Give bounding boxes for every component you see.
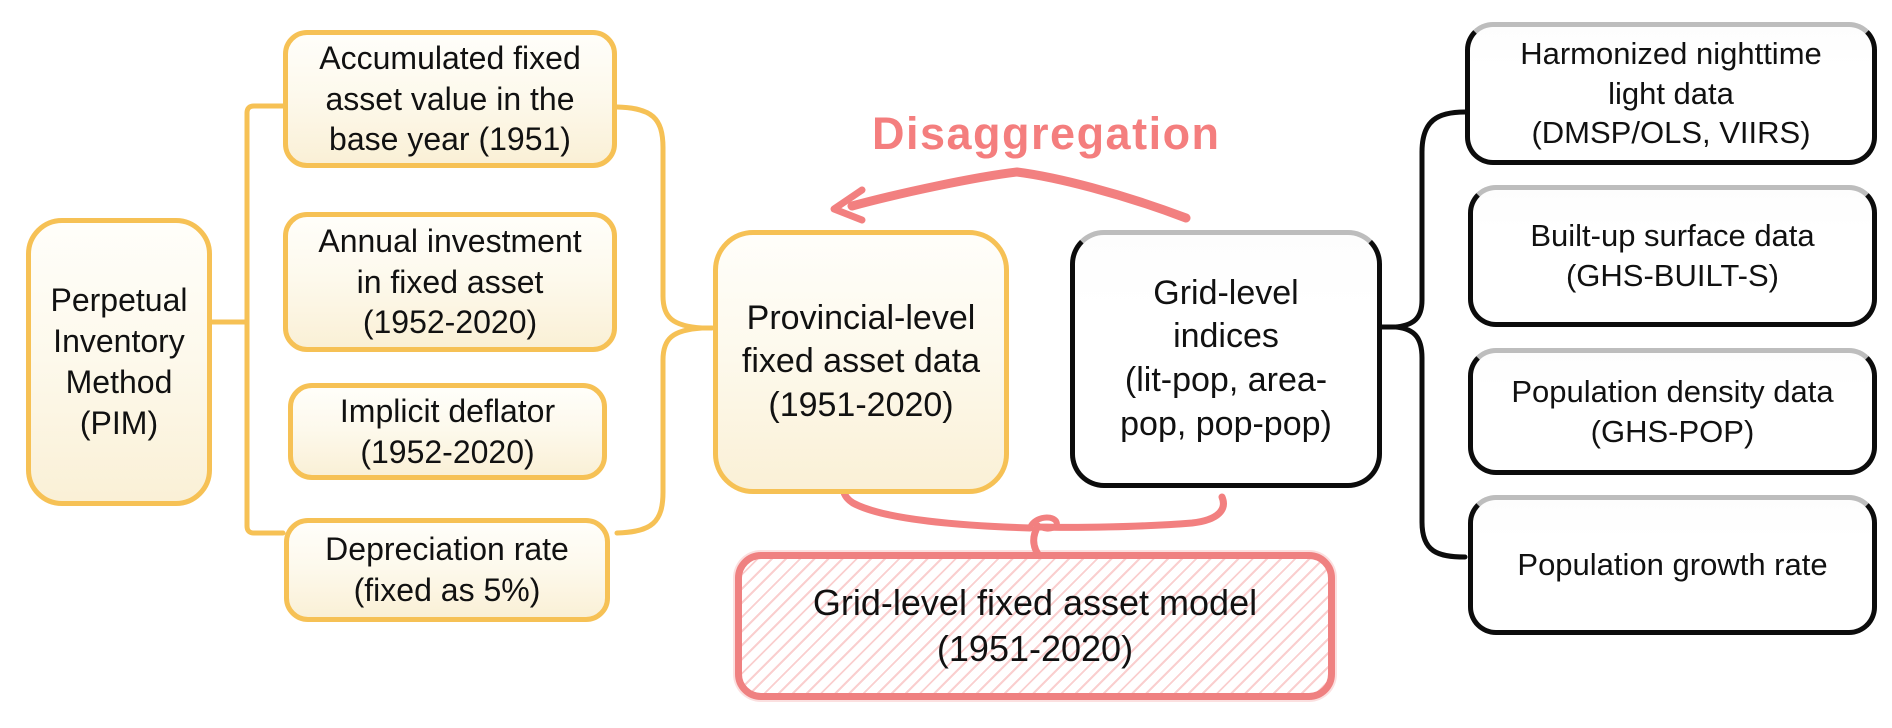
population-density-box: Population density data (GHS-POP) — [1468, 348, 1877, 475]
population-growth-box: Population growth rate — [1468, 495, 1877, 635]
pim-bracket-connector — [209, 103, 286, 536]
disaggregation-arrow — [847, 167, 1191, 223]
grid-model-box: Grid-level fixed asset model (1951-2020) — [735, 552, 1335, 700]
builtup-data-box: Built-up surface data (GHS-BUILT-S) — [1468, 185, 1877, 327]
sources-brace-connector — [1379, 109, 1468, 560]
disaggregation-label: Disaggregation — [872, 108, 1221, 159]
depreciation-rate-box: Depreciation rate (fixed as 5%) — [284, 518, 610, 622]
pim-box: Perpetual Inventory Method (PIM) — [26, 218, 212, 506]
annual-investment-box: Annual investment in fixed asset (1952-2… — [283, 212, 617, 352]
accumulated-asset-box: Accumulated fixed asset value in the bas… — [283, 30, 617, 168]
inputs-brace-connector — [614, 104, 715, 536]
disaggregation-arrowhead — [830, 186, 866, 224]
grid-indices-box: Grid-level indices (lit-pop, area- pop, … — [1070, 230, 1382, 488]
model-brace-knot — [1027, 514, 1060, 532]
nightlight-data-box: Harmonized nighttime light data (DMSP/OL… — [1465, 22, 1877, 165]
provincial-data-box: Provincial-level fixed asset data (1951-… — [713, 230, 1009, 494]
implicit-deflator-box: Implicit deflator (1952-2020) — [288, 383, 607, 480]
